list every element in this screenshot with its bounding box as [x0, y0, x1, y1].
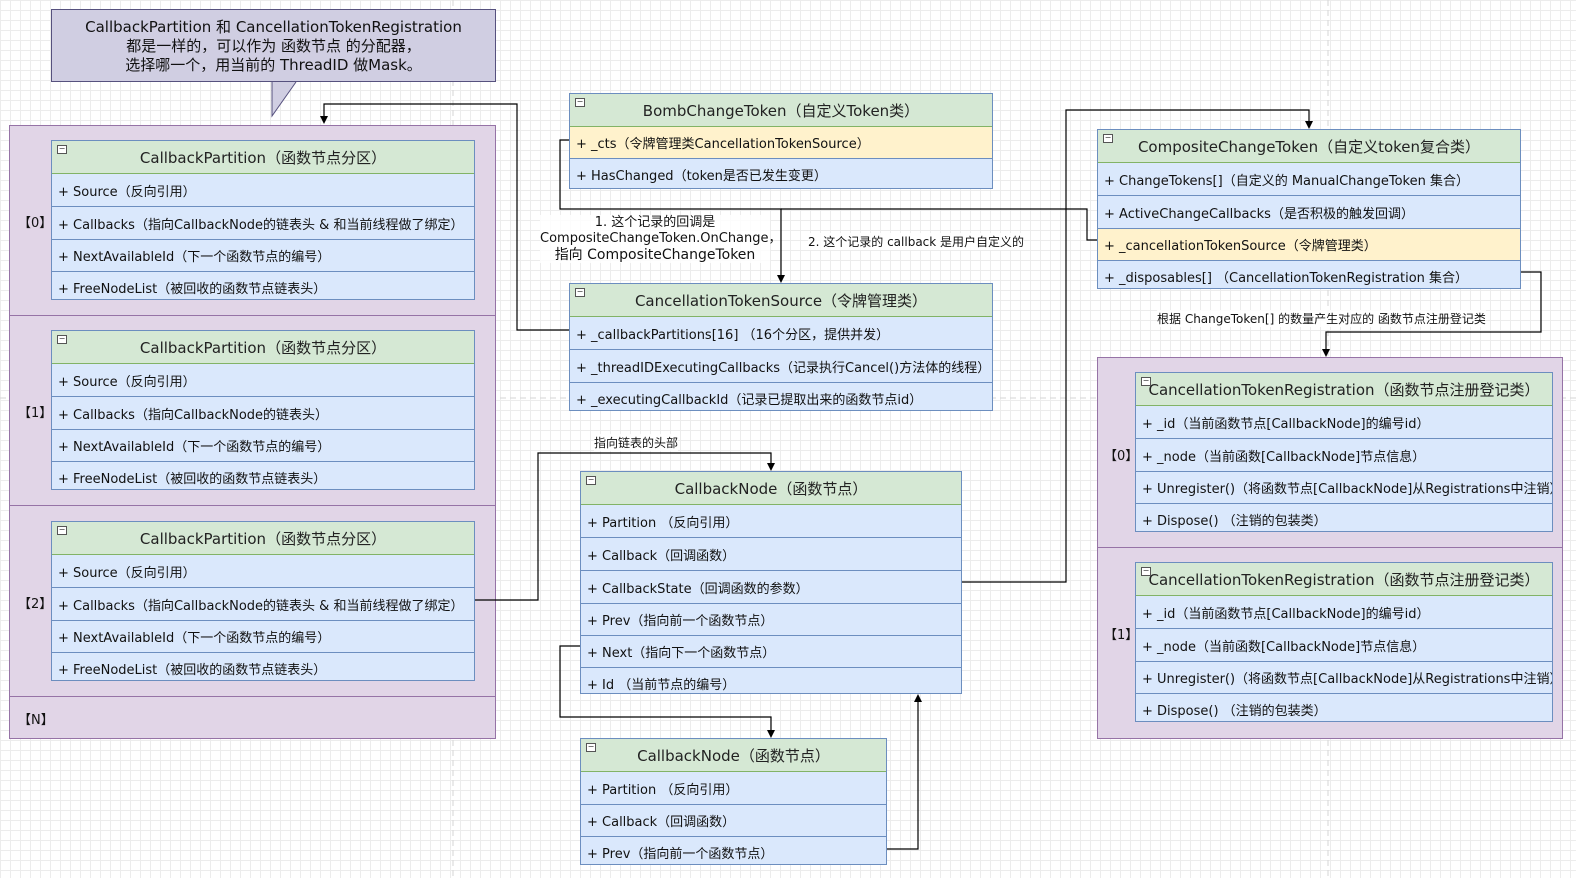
field-row: + Partition （反向引用） [581, 772, 886, 805]
field-row: + NextAvailableId（下一个函数节点的编号） [52, 430, 474, 462]
note1-line1: 1. 这个记录的回调是 [594, 215, 716, 230]
field-row: + HasChanged（token是否已发生变更） [576, 169, 827, 184]
field-row: + Callback（回调函数） [581, 538, 961, 571]
composite-change-token-class[interactable]: − CompositeChangeToken（自定义token复合类） + Cha… [1097, 129, 1521, 289]
partition-divider [9, 505, 496, 506]
field-row: + Prev（指向前一个函数节点） [587, 847, 774, 862]
collapse-icon[interactable]: − [1103, 133, 1113, 143]
class-title: CallbackPartition（函数节点分区） [139, 148, 387, 167]
partition-index-n: 【N】 [18, 713, 54, 728]
field-row: + Callbacks（指向CallbackNode的链表头 & 和当前线程做了… [52, 588, 474, 621]
collapse-icon[interactable]: − [57, 525, 67, 535]
field-row: + Id （当前节点的编号） [587, 678, 736, 693]
class-title: CallbackNode（函数节点） [674, 479, 868, 498]
field-row: + Callback（回调函数） [581, 805, 886, 837]
edge-label-note3: 指向链表的头部 [594, 434, 679, 451]
field-row: + Next（指向下一个函数节点） [581, 636, 961, 668]
field-row: + NextAvailableId（下一个函数节点的编号） [52, 240, 474, 272]
callout-line-1: CallbackPartition 和 CancellationTokenReg… [85, 18, 462, 36]
field-row: + _disposables[] （CancellationTokenRegis… [1104, 271, 1469, 286]
callout-line-3: 选择哪一个，用当前的 ThreadID 做Mask。 [125, 56, 422, 74]
registration-index-1: 【1】 [1104, 628, 1139, 643]
class-title: CancellationTokenRegistration（函数节点注册登记类） [1148, 380, 1540, 399]
partition-divider [9, 315, 496, 316]
field-row: + NextAvailableId（下一个函数节点的编号） [52, 621, 474, 653]
bomb-change-token-class[interactable]: − BombChangeToken（自定义Token类） + _cts（令牌管理类… [569, 93, 993, 189]
field-row: + Dispose() （注销的包装类） [1142, 704, 1327, 719]
class-title: CompositeChangeToken（自定义token复合类） [1137, 137, 1481, 156]
partition-index-2: 【2】 [18, 597, 53, 612]
class-title: CancellationTokenSource（令牌管理类） [634, 291, 928, 310]
field-row: + Unregister()（将函数节点[CallbackNode]从Regis… [1136, 662, 1552, 694]
callback-node-class-next[interactable]: − CallbackNode（函数节点） + Partition （反向引用） +… [580, 738, 887, 865]
collapse-icon[interactable]: − [586, 742, 596, 752]
callback-partition-2[interactable]: − CallbackPartition（函数节点分区） + Source（反向引用… [51, 521, 475, 681]
partition-index-0: 【0】 [18, 216, 53, 231]
collapse-icon[interactable]: − [57, 334, 67, 344]
field-row: + _executingCallbackId（记录已提取出来的函数节点id） [576, 393, 923, 408]
callback-node-class[interactable]: − CallbackNode（函数节点） + Partition （反向引用） +… [580, 471, 962, 694]
collapse-icon[interactable]: − [57, 144, 67, 154]
edge-label-note2: 2. 这个记录的 callback 是用户自定义的 [808, 233, 1025, 250]
callout-line-2: 都是一样的，可以作为 函数节点 的分配器， [126, 37, 421, 55]
field-row: + FreeNodeList（被回收的函数节点链表头） [58, 663, 327, 678]
collapse-icon[interactable]: − [1141, 566, 1151, 576]
field-row: + Source（反向引用） [52, 555, 474, 588]
registration-divider [1097, 547, 1563, 548]
field-row: + _node（当前函数[CallbackNode]节点信息） [1136, 629, 1552, 662]
field-row: + ActiveChangeCallbacks（是否积极的触发回调） [1098, 196, 1520, 229]
collapse-icon[interactable]: − [1141, 376, 1151, 386]
field-row: + Source（反向引用） [52, 174, 474, 207]
class-title: CallbackPartition（函数节点分区） [139, 529, 387, 548]
field-row: + Callbacks（指向CallbackNode的链表头 & 和当前线程做了… [52, 207, 474, 240]
field-row: + _node（当前函数[CallbackNode]节点信息） [1136, 439, 1552, 472]
field-row: + Unregister()（将函数节点[CallbackNode]从Regis… [1136, 472, 1552, 504]
edge-label-note4: 根据 ChangeToken[] 的数量产生对应的 函数节点注册登记类 [1157, 310, 1486, 327]
field-row: + Source（反向引用） [52, 364, 474, 397]
field-row: + _threadIDExecutingCallbacks（记录执行Cancel… [570, 350, 992, 383]
field-row: + Partition （反向引用） [581, 505, 961, 538]
callback-partition-1[interactable]: − CallbackPartition（函数节点分区） + Source（反向引用… [51, 330, 475, 490]
cancellation-token-registration-1[interactable]: −CancellationTokenRegistration（函数节点注册登记类… [1135, 562, 1553, 722]
field-row: + _id（当前函数节点[CallbackNode]的编号id） [1136, 596, 1552, 629]
field-row: + CallbackState（回调函数的参数） [581, 571, 961, 604]
class-title: BombChangeToken（自定义Token类） [642, 101, 920, 120]
field-row: + Prev（指向前一个函数节点） [581, 604, 961, 636]
collapse-icon[interactable]: − [586, 475, 596, 485]
field-row: + _callbackPartitions[16] （16个分区，提供并发） [570, 317, 992, 350]
class-title: CallbackNode（函数节点） [637, 746, 830, 765]
field-row: + _id（当前函数节点[CallbackNode]的编号id） [1136, 406, 1552, 439]
class-title: CallbackPartition（函数节点分区） [139, 338, 387, 357]
callout-note[interactable]: CallbackPartition 和 CancellationTokenReg… [51, 9, 496, 82]
partition-index-1: 【1】 [18, 406, 53, 421]
cancellation-token-source-class[interactable]: − CancellationTokenSource（令牌管理类） + _callb… [569, 283, 993, 411]
edge-label-note1: 1. 这个记录的回调是 CompositeChangeToken.OnChang… [540, 215, 782, 263]
registration-index-0: 【0】 [1104, 449, 1139, 464]
class-title: CancellationTokenRegistration（函数节点注册登记类） [1148, 570, 1540, 589]
collapse-icon[interactable]: − [575, 287, 585, 297]
note1-line2: CompositeChangeToken.OnChange， [540, 231, 782, 246]
field-row: + _cts（令牌管理类CancellationTokenSource） [570, 127, 992, 159]
field-row: + Callbacks（指向CallbackNode的链表头） [52, 397, 474, 430]
collapse-icon[interactable]: − [575, 97, 585, 107]
cancellation-token-registration-0[interactable]: −CancellationTokenRegistration（函数节点注册登记类… [1135, 372, 1553, 532]
field-row: + FreeNodeList（被回收的函数节点链表头） [58, 282, 327, 297]
field-row: + FreeNodeList（被回收的函数节点链表头） [58, 472, 327, 487]
field-row: + ChangeTokens[]（自定义的 ManualChangeToken … [1098, 163, 1520, 196]
callback-partition-0[interactable]: − CallbackPartition（函数节点分区） + Source（反向引用… [51, 140, 475, 300]
field-row: + _cancellationTokenSource（令牌管理类） [1098, 229, 1520, 261]
field-row: + Dispose() （注销的包装类） [1142, 514, 1327, 529]
partition-divider [9, 696, 496, 697]
note1-line3: 指向 CompositeChangeToken [554, 247, 756, 263]
